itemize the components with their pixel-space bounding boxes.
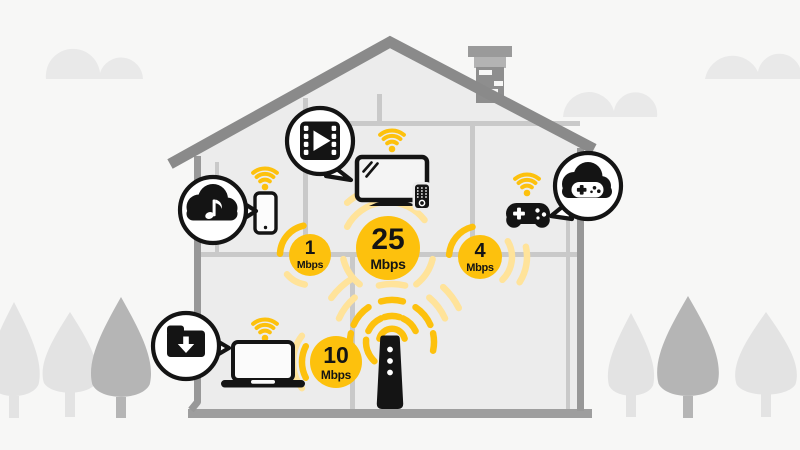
trees-left [0,297,152,418]
roof [167,35,597,169]
device-wifi-icons [251,128,541,342]
wifi-icon-controller [513,172,541,197]
wifi-icon-laptop [251,317,279,342]
cloud-gaming-icon [562,162,612,198]
badge-unit: Mbps [466,261,494,274]
tree [42,312,98,417]
wifi-icon-phone [251,166,279,191]
bandwidth-badge-streaming: 25 Mbps [356,216,420,280]
wall-upper-left [303,98,308,257]
wifi-icon-tv [378,128,406,153]
wall-upper-right [470,121,475,257]
tree [735,312,797,417]
ceiling-line [303,121,580,126]
tree [0,302,40,418]
smartphone-icon [253,191,278,235]
badge-value: 4 [474,239,486,262]
tv-icon [354,154,432,211]
film-play-icon [300,121,340,160]
cloud-music-icon [186,184,238,221]
tv-glare [362,161,379,178]
cloud [563,92,658,117]
game-controller-icon [506,203,550,228]
trees-right [607,296,797,418]
badge-unit: Mbps [370,256,406,272]
ground [188,409,592,418]
badge-value: 25 [371,223,405,256]
bandwidth-badge-music: 1 Mbps [289,234,331,276]
cloud [45,48,143,79]
background-clouds [45,48,800,117]
download-bubble [150,310,232,382]
inner-wall-right [566,158,570,410]
right-wall [577,148,584,411]
badge-value: 10 [323,341,349,368]
remote-icon [412,182,432,211]
video-bubble [284,105,356,183]
music-note [205,199,222,219]
badge-unit: Mbps [296,259,324,272]
badge-value: 1 [304,238,316,260]
laptop-icon [221,340,305,388]
tree [607,313,655,417]
cloud [705,53,800,79]
bandwidth-badge-download: 10 Mbps [310,336,362,388]
folder-download-icon [167,325,205,357]
router-icon [376,335,404,409]
tree [90,297,152,418]
gaming-bubble [548,150,624,222]
attic-post [377,94,382,124]
badge-unit: Mbps [320,367,352,382]
bandwidth-badge-gaming: 4 Mbps [458,235,502,279]
tree [657,296,719,418]
music-bubble [177,174,259,246]
